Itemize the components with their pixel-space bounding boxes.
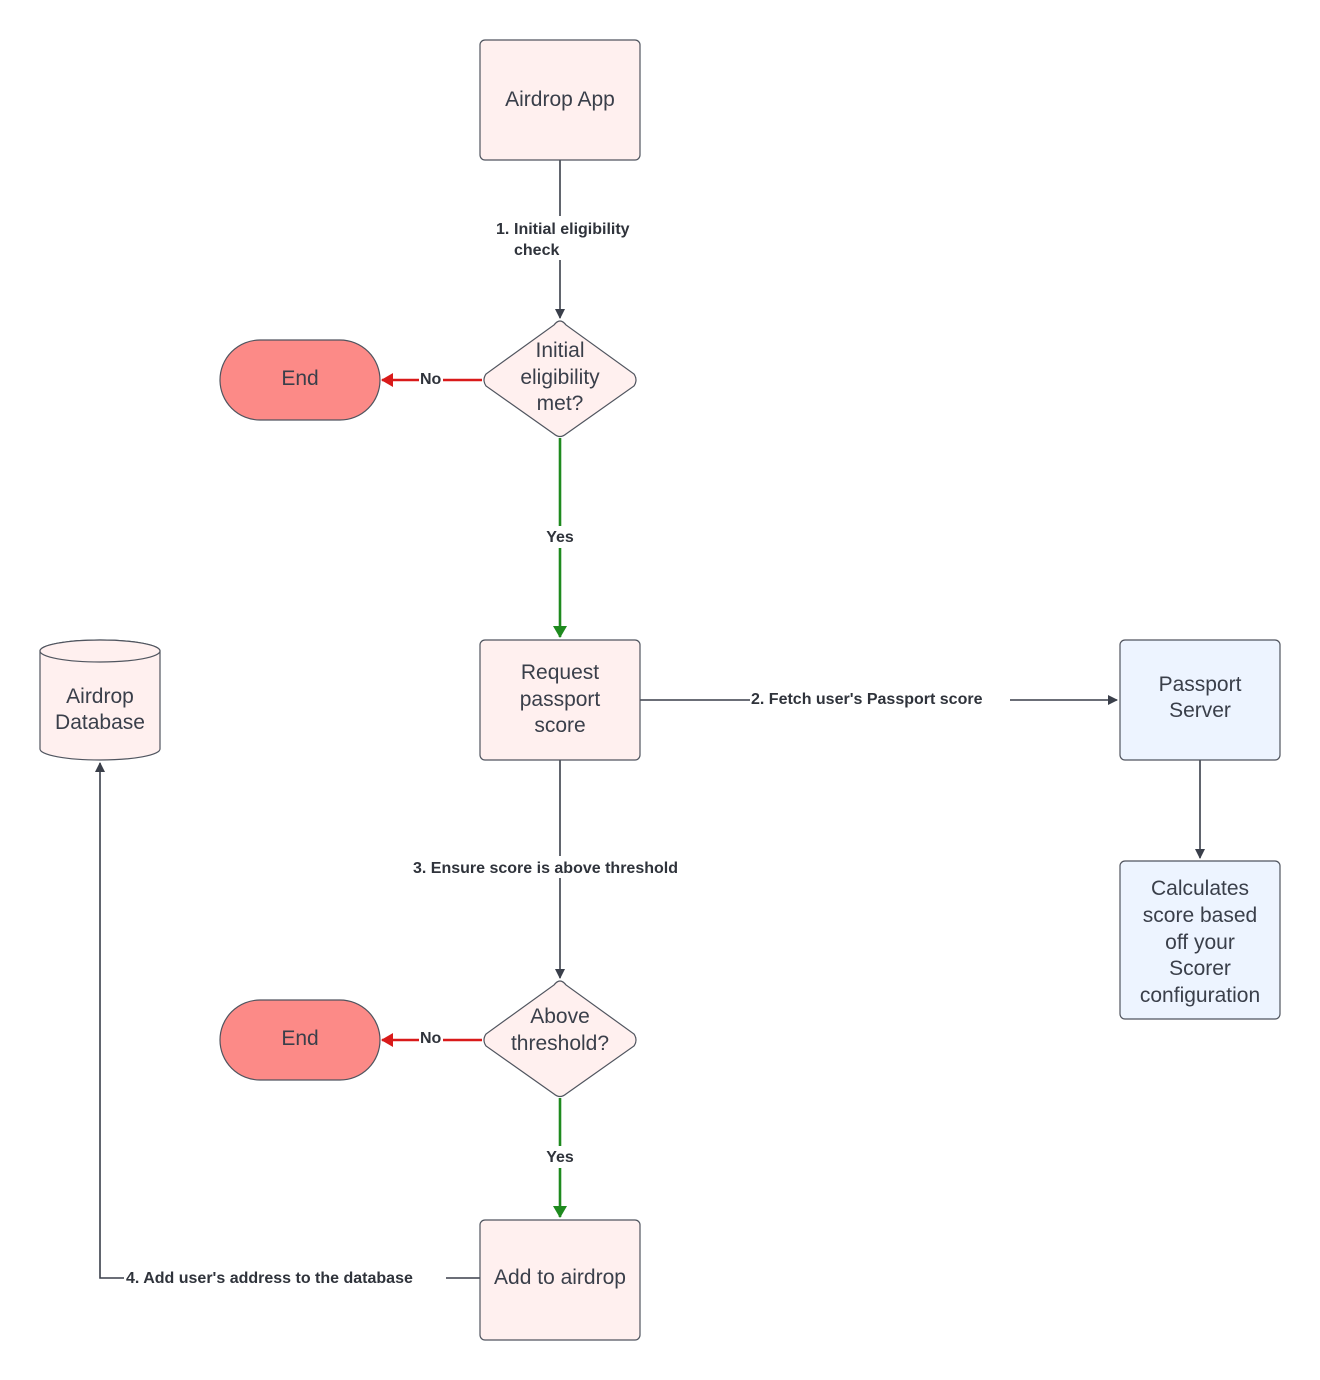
edge-initial-check-label-line-2: check (514, 242, 559, 259)
node-decision-threshold-line-2: threshold? (511, 1032, 609, 1055)
node-airdrop-database-line-2: Database (55, 711, 145, 734)
edge-initial-check: 1. Initial eligibility check (494, 160, 644, 319)
edge-ensure-threshold: 3. Ensure score is above threshold (411, 760, 709, 979)
node-calculates: Calculates score based off your Scorer c… (1119, 860, 1281, 1020)
edge-no-2-label: No (420, 1030, 442, 1047)
node-decision-initial-line-2: eligibility (520, 366, 600, 389)
node-request-score: Request passport score (479, 639, 641, 761)
node-decision-initial-line-1: Initial (535, 339, 584, 362)
edge-initial-check-label-line-1: Initial eligibility (514, 221, 630, 238)
node-decision-threshold: Above threshold? (483, 980, 637, 1098)
node-add-to-airdrop: Add to airdrop (479, 1219, 641, 1341)
node-request-score-line-3: score (534, 714, 585, 737)
node-calculates-line-2: score based (1143, 904, 1257, 927)
node-airdrop-app: Airdrop App (479, 39, 641, 161)
node-decision-threshold-line-1: Above (530, 1005, 590, 1028)
edge-no-1-label: No (420, 371, 442, 388)
edge-add-address-label: 4. Add user's address to the database (126, 1270, 413, 1287)
node-passport-server-line-2: Server (1169, 699, 1231, 722)
node-calculates-line-3: off your (1165, 931, 1235, 954)
edge-yes-1-label: Yes (546, 529, 574, 546)
node-airdrop-database: Airdrop Database (39, 639, 161, 761)
node-airdrop-database-line-1: Airdrop (66, 685, 134, 708)
edge-yes-2-label: Yes (546, 1149, 574, 1166)
node-end-2-label: End (281, 1027, 318, 1050)
node-add-to-airdrop-label: Add to airdrop (494, 1266, 626, 1289)
node-passport-server-line-1: Passport (1159, 673, 1242, 696)
node-decision-initial: Initial eligibility met? (483, 320, 637, 438)
node-calculates-line-5: configuration (1140, 984, 1260, 1007)
node-request-score-line-1: Request (521, 661, 599, 684)
edge-fetch-score-label: 2. Fetch user's Passport score (751, 691, 983, 708)
edge-ensure-threshold-label: 3. Ensure score is above threshold (413, 860, 678, 877)
edge-yes-1: Yes (542, 438, 578, 638)
node-end-2: End (219, 999, 381, 1081)
node-decision-initial-line-3: met? (537, 392, 584, 415)
node-passport-server: Passport Server (1119, 639, 1281, 761)
edge-no-2: No (381, 1028, 482, 1048)
edge-yes-2: Yes (542, 1098, 578, 1218)
edge-add-address: 4. Add user's address to the database (95, 762, 480, 1288)
edge-initial-check-number: 1. (496, 221, 509, 238)
edge-no-1: No (381, 369, 482, 389)
node-calculates-line-1: Calculates (1151, 877, 1249, 900)
node-airdrop-app-label: Airdrop App (505, 88, 615, 111)
node-request-score-line-2: passport (520, 688, 601, 711)
node-end-1: End (219, 339, 381, 421)
edge-fetch-score: 2. Fetch user's Passport score (640, 688, 1118, 710)
node-end-1-label: End (281, 367, 318, 390)
node-calculates-line-4: Scorer (1169, 957, 1231, 980)
